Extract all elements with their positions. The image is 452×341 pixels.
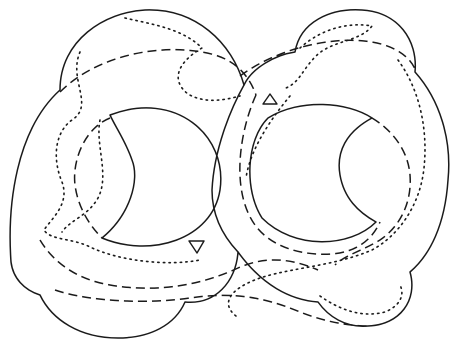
dashed-curve-bottom — [55, 290, 368, 326]
triangle-down-marker — [189, 241, 204, 253]
dotted-curve-top-left — [125, 18, 240, 100]
dashed-curve-right-hole-loop — [240, 95, 380, 254]
dotted-curve-left-wave — [44, 52, 200, 263]
dotted-curve-right-inner — [246, 96, 290, 178]
dashed-curve-left-bottom — [40, 240, 318, 288]
hole-left — [102, 108, 221, 246]
dotted-curve-right-loop — [228, 60, 425, 316]
triangle-up-marker — [263, 94, 277, 104]
dashed-curve-top-right — [240, 40, 416, 76]
outer-boundary-left — [10, 10, 244, 338]
hole-right — [250, 104, 376, 241]
dashed-curve-top-left — [60, 50, 256, 95]
outer-boundary-right — [238, 10, 449, 326]
dotted-curve-left-inner — [62, 120, 103, 232]
dotted-curve-bottom-right — [320, 285, 402, 314]
dotted-curve-top-right — [286, 25, 372, 88]
dashed-curve-left-hole-loop — [75, 118, 110, 238]
